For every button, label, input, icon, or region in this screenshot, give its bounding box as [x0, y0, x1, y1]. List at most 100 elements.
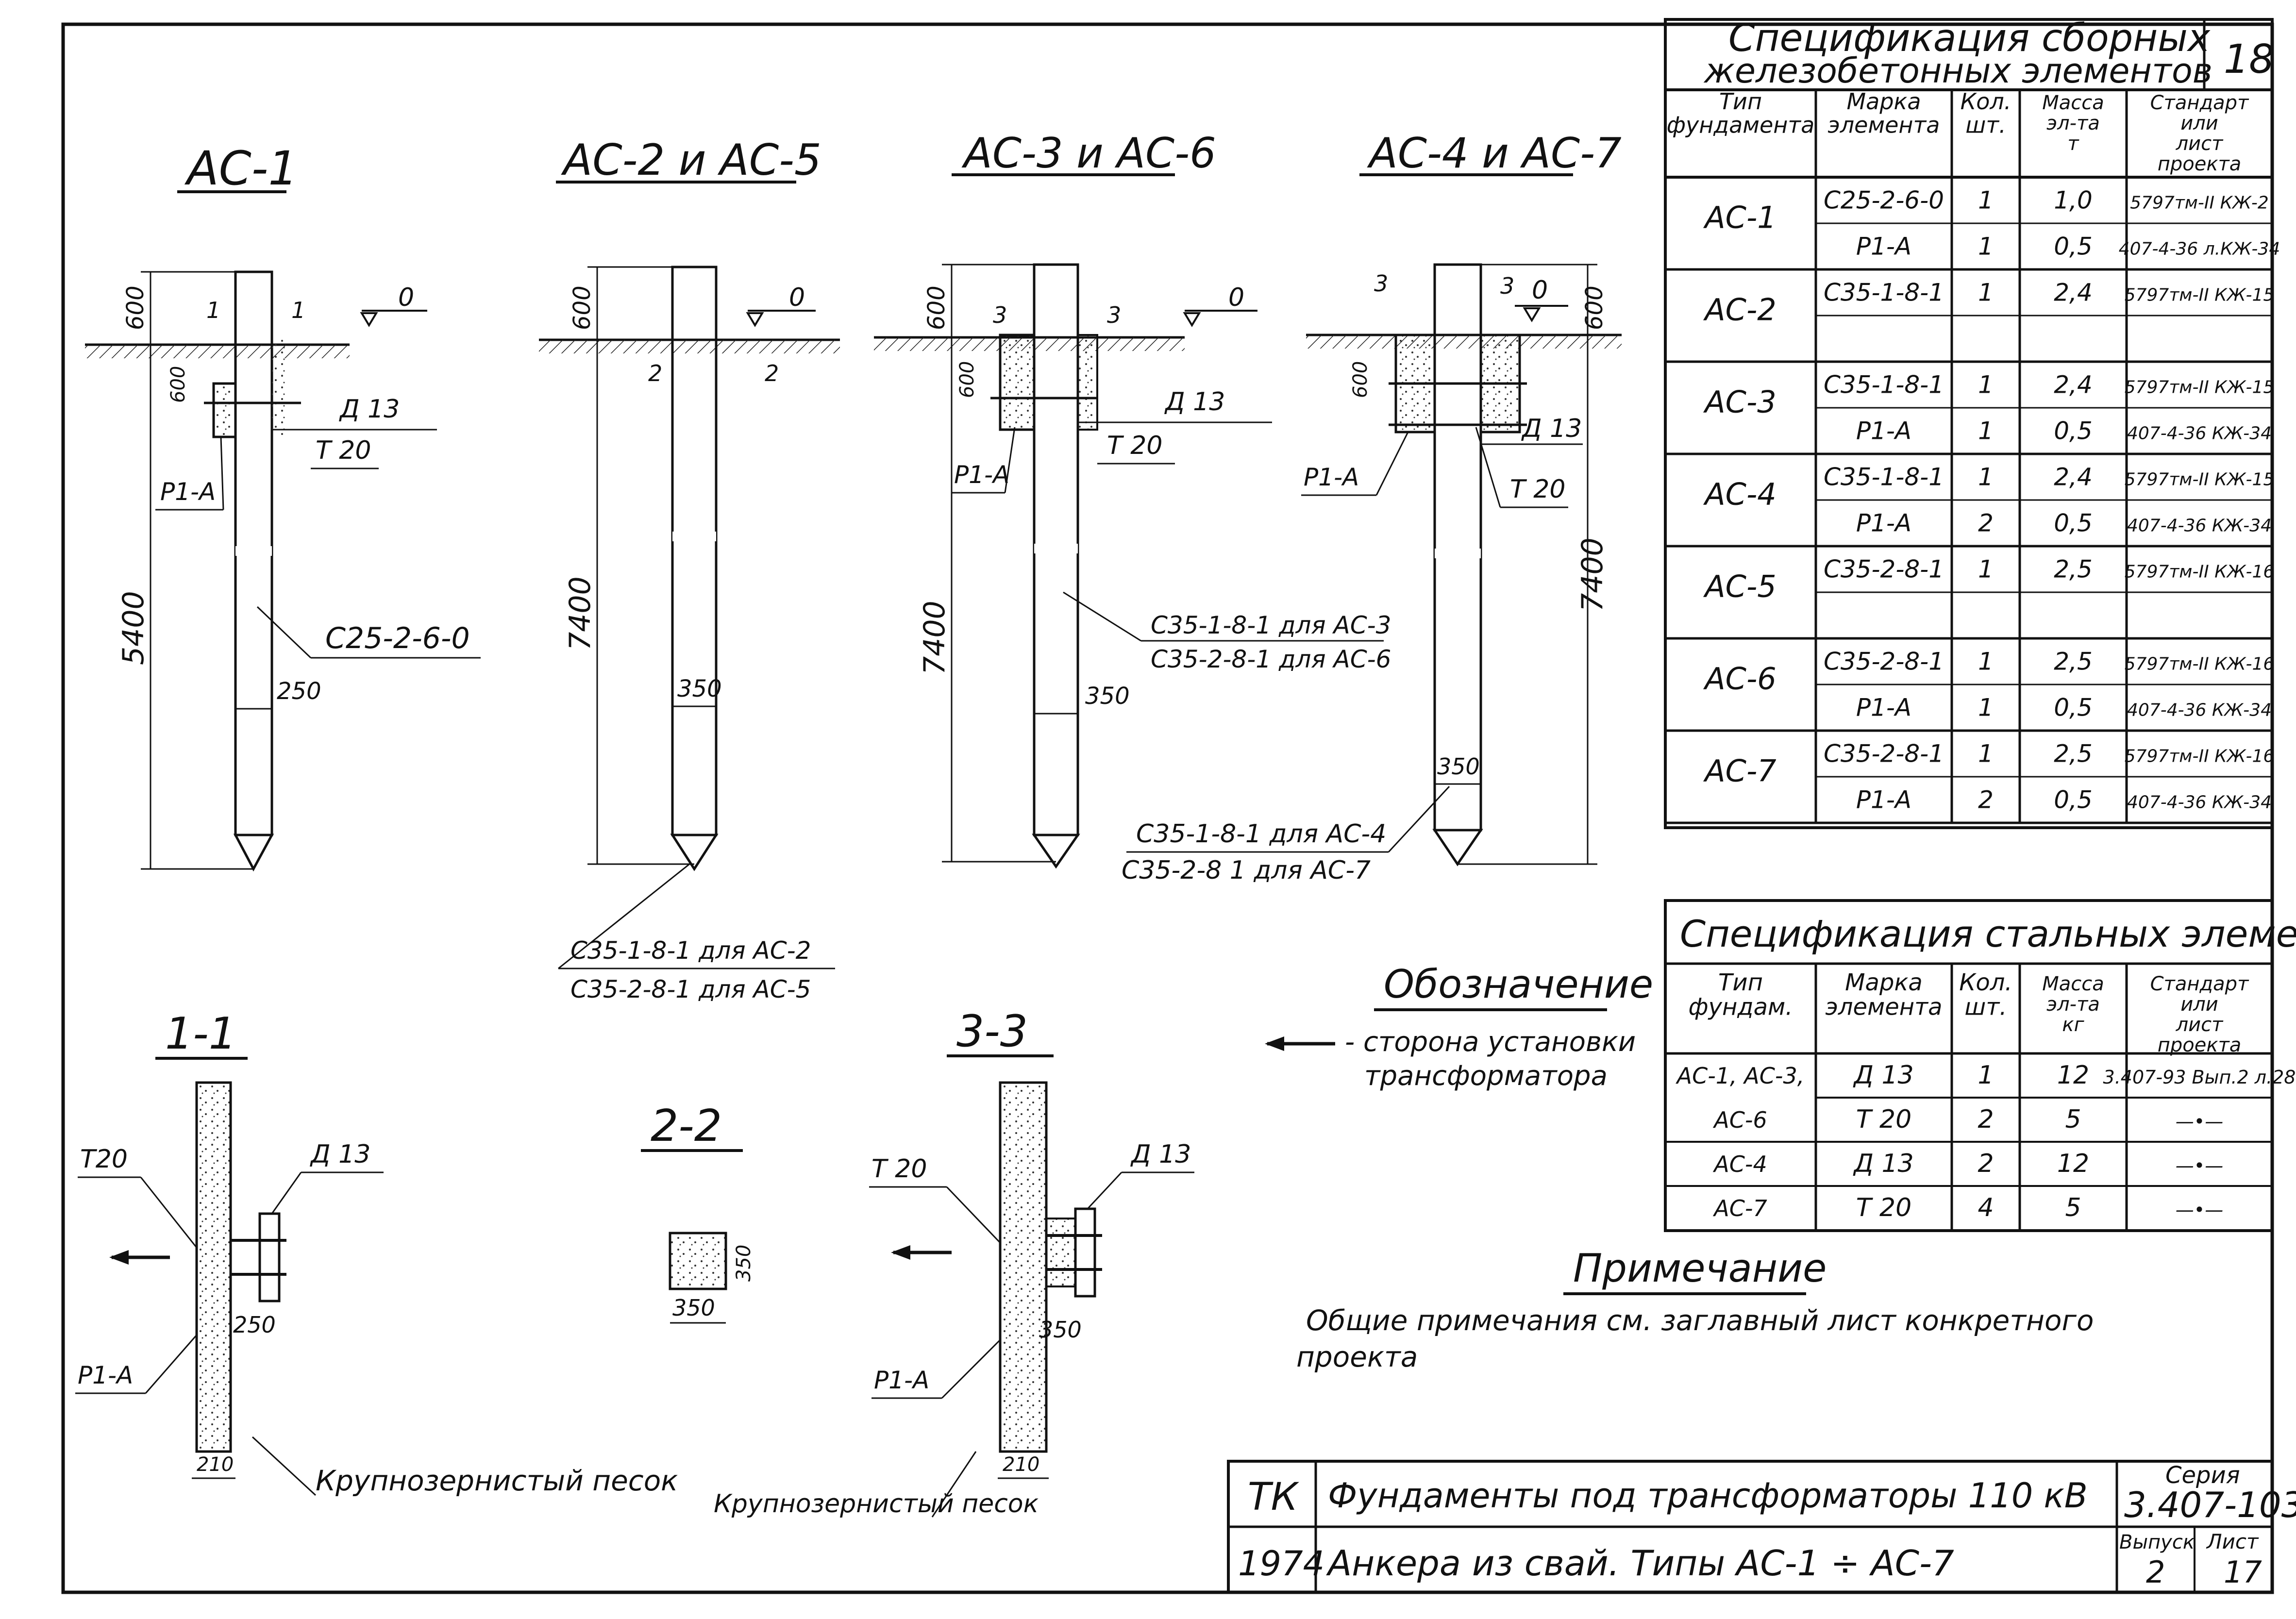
spec-steel-cell-qty: 4	[1978, 1193, 1994, 1222]
spec-rc-cell-mark: С35-2-8-1	[1824, 648, 1944, 676]
spec-rc-cell-std: 407-4-36 КЖ-34	[2127, 793, 2272, 813]
spec-rc-cell-std: 5797тм-II КЖ-15	[2125, 378, 2275, 398]
section-1-1: 1-1 Т20 Д 13 250 Р1-А 210 Крупнозернисты…	[75, 1008, 678, 1497]
spec-rc-cell-mass: 0,5	[2054, 509, 2093, 537]
spec-rc-cell-mass: 2,4	[2054, 463, 2093, 491]
tb-org: ТК	[1248, 1475, 1300, 1519]
spec-rc-title2: железобетонных элементов	[1703, 51, 2212, 91]
spec-rc-cell-qty: 1	[1978, 463, 1994, 491]
svg-text:1: 1	[206, 297, 220, 323]
section-1-1-p: Р1-А	[78, 1361, 133, 1389]
spec-rc-cell-qty: 1	[1978, 648, 1994, 676]
ac2-dim-length: 7400	[563, 576, 597, 651]
sheet-frame	[61, 22, 2274, 1594]
spec-rc-cell-mark: С35-2-8-1	[1824, 740, 1944, 768]
spec-rc-cell-mark: С35-2-8-1	[1824, 555, 1944, 584]
view-ac3-title: АС-3 и АС-6	[961, 129, 1216, 178]
ac4-width: 350	[1437, 753, 1480, 780]
tb-year: 1974	[1238, 1544, 1324, 1584]
view-ac1: АС-1 600 5400 600 250 0 1 1 Д 13 Т 20 Р1…	[85, 141, 481, 872]
section-3-3-plate	[1074, 1207, 1096, 1298]
anchor-slab-ac1	[212, 382, 237, 438]
view-ac2: АС-2 и АС-5 600 7400 350 0 2 2 С35-1-8-1…	[539, 135, 840, 1003]
spec-rc-cell-qty: 2	[1978, 786, 1994, 814]
tb-sheet-label: Лист	[2206, 1530, 2259, 1553]
ac2-ground: 0	[789, 283, 805, 312]
spec-rc-cell-type: АС-6	[1703, 661, 1776, 697]
ac4-dim-top: 600	[1581, 285, 1608, 330]
ac1-label-p: Р1-А	[160, 478, 216, 506]
spec-rc-cell-mark: С25-2-6-0	[1824, 186, 1944, 215]
ac3-dim-embed: 600	[956, 361, 978, 398]
view-ac3: АС-3 и АС-6 600 7400 600 350 0 3 3 Д 13 …	[874, 129, 1391, 869]
spec-rc-cell-mark: С35-1-8-1	[1824, 371, 1944, 399]
svg-text:1: 1	[291, 297, 305, 323]
legend-line2: трансформатора	[1364, 1060, 1608, 1092]
pile-ac4	[1433, 263, 1482, 832]
ac1-dim-length: 5400	[117, 591, 151, 665]
spec-rc-cell-qty: 1	[1978, 186, 1994, 215]
ac3-width: 350	[1085, 683, 1130, 710]
spec-rc-cell-type: АС-1	[1703, 200, 1776, 235]
ac3-label-p: Р1-А	[954, 461, 1009, 489]
spec-steel-cell-qty: 2	[1978, 1105, 1994, 1134]
ac1-dim-top: 600	[122, 285, 149, 330]
svg-text:2: 2	[648, 360, 662, 386]
spec-rc-cell-qty: 1	[1978, 740, 1994, 768]
section-1-1-w1: 250	[233, 1312, 276, 1338]
ac3-mark-b: С35-2-8-1 для АС-6	[1151, 645, 1391, 673]
ac3-ground: 0	[1228, 283, 1244, 312]
spec-rc-cell-mass: 1,0	[2054, 186, 2093, 215]
ac4-dim-length: 7400	[1575, 537, 1609, 612]
spec-rc-page: 18	[2224, 36, 2274, 83]
note-text1: Общие примечания см. заглавный лист конк…	[1306, 1304, 2094, 1337]
spec-rc-cell-mass: 2,5	[2054, 740, 2093, 768]
spec-steel-cell-mark: Д 13	[1853, 1061, 1913, 1090]
spec-rc-cell-std: 5797тм-II КЖ-16	[2125, 747, 2275, 767]
spec-rc-cell-mass: 0,5	[2054, 417, 2093, 445]
ac1-dim-embed: 600	[167, 366, 189, 403]
spec-steel-cell-mass: 5	[2065, 1105, 2081, 1134]
spec-rc-cell-std: 5797тм-II КЖ-2	[2130, 193, 2269, 213]
section-3-3-t: Т 20	[871, 1154, 927, 1184]
spec-rc-cell-type: АС-2	[1703, 292, 1776, 328]
spec-rc-table: Спецификация сборных железобетонных элем…	[1664, 17, 2280, 829]
tb-sheet: 17	[2224, 1554, 2262, 1590]
spec-rc-cell-mass: 0,5	[2054, 694, 2093, 722]
ac3-label-t: Т 20	[1107, 431, 1162, 460]
spec-rc-cell-qty: 1	[1978, 371, 1994, 399]
spec-rc-cell-qty: 1	[1978, 555, 1994, 584]
note-text2: проекта	[1296, 1340, 1418, 1373]
spec-rc-cell-std: 407-4-36 КЖ-34	[2127, 701, 2272, 720]
section-1-1-t: Т20	[80, 1145, 128, 1174]
section-3-3-w2: 210	[1003, 1453, 1039, 1476]
spec-rc-cell-mass: 0,5	[2054, 233, 2093, 261]
spec-rc-cell-type: АС-3	[1703, 384, 1776, 420]
spec-rc-cell-std: 407-4-36 л.КЖ-34	[2119, 239, 2280, 259]
spec-rc-cell-std: 5797тм-II КЖ-15	[2125, 470, 2275, 490]
tb-series: 3.407-103	[2124, 1485, 2296, 1525]
spec-rc-cell-qty: 1	[1978, 694, 1994, 722]
spec-rc-cell-std: 5797тм-II КЖ-16	[2125, 654, 2275, 674]
section-1-1-sand: Крупнозернистый песок	[316, 1464, 678, 1497]
ac4-label-p: Р1-А	[1304, 463, 1359, 491]
section-2-2: 2-2 350 350	[641, 1101, 755, 1324]
spec-steel-cell-mass: 12	[2057, 1061, 2089, 1090]
svg-text:3: 3	[1107, 302, 1121, 328]
section-3-3: 3-3 Т 20 Д 13 350 Р1-А 210 Крупнозернист…	[714, 1006, 1194, 1519]
ac1-ground: 0	[398, 283, 414, 312]
spec-rc-title1: Спецификация сборных	[1728, 17, 2211, 60]
ac3-dim-length: 7400	[918, 601, 952, 675]
spec-steel-header: Кол.шт.	[1959, 969, 2012, 1020]
tb-series-label: Серия	[2165, 1462, 2240, 1489]
spec-steel-cell-type: АС-4	[1712, 1151, 1767, 1177]
tb-issue: 2	[2146, 1554, 2165, 1590]
spec-rc-cell-std: 407-4-36 КЖ-34	[2127, 516, 2272, 536]
ac4-ground: 0	[1532, 276, 1548, 305]
spec-rc-cell-std: 407-4-36 КЖ-34	[2127, 424, 2272, 444]
